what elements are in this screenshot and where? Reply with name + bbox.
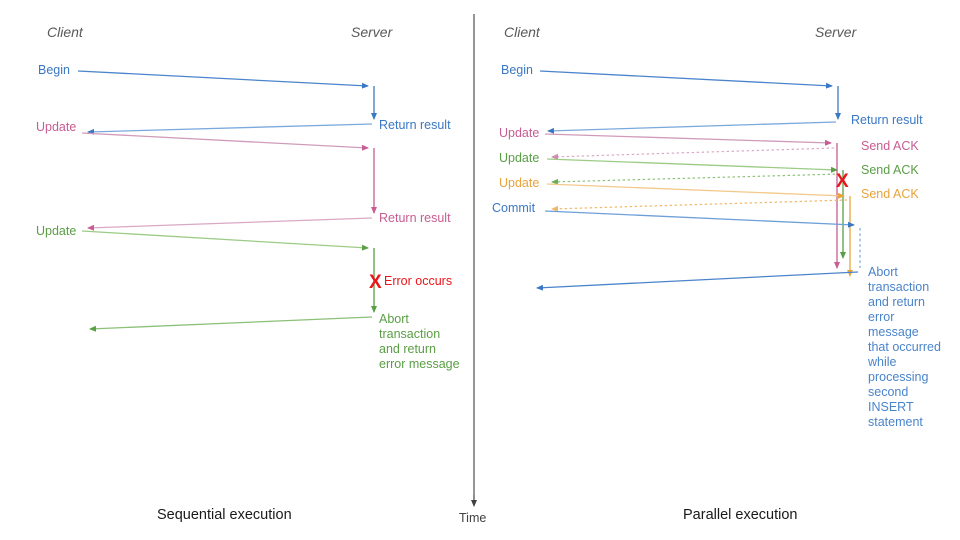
right-label-commit: Commit	[492, 201, 536, 215]
right-panel-arrows	[536, 70, 861, 291]
right-label-send-ack-1: Send ACK	[861, 139, 919, 153]
left-label-return-result-1: Return result	[379, 118, 451, 132]
left-msg-update-2	[81, 230, 377, 313]
right-actor-client: Client	[504, 24, 540, 40]
right-label-send-ack-2: Send ACK	[861, 163, 919, 177]
time-axis-label: Time	[459, 511, 487, 525]
left-panel-arrows	[77, 70, 377, 332]
left-actor-server: Server	[351, 24, 393, 40]
right-msg-update-3	[546, 183, 853, 277]
right-panel-caption: Parallel execution	[683, 507, 798, 523]
left-actor-client: Client	[47, 24, 83, 40]
right-label-send-ack-3: Send ACK	[861, 187, 919, 201]
right-error-x-icon: X	[836, 171, 849, 192]
right-actor-server: Server	[815, 24, 857, 40]
left-msg-update-1	[81, 132, 377, 214]
right-msg-update-1	[544, 133, 840, 269]
right-msg-begin	[539, 70, 841, 120]
right-msg-return-result	[547, 121, 837, 134]
left-label-return-result-2: Return result	[379, 211, 451, 225]
right-msg-update-2	[546, 158, 846, 259]
left-label-update-1: Update	[36, 120, 77, 134]
left-label-error-occurs: Error occurs	[384, 274, 453, 288]
left-panel-caption: Sequential execution	[157, 507, 292, 523]
left-msg-return-result-1	[87, 123, 373, 135]
right-label-update-3: Update	[499, 176, 540, 190]
left-label-begin: Begin	[38, 63, 70, 77]
left-error-x-icon: X	[369, 272, 382, 293]
left-msg-return-result-2	[87, 217, 373, 231]
left-label-update-2: Update	[36, 224, 77, 238]
left-msg-begin	[77, 70, 377, 120]
right-label-update-1: Update	[499, 126, 540, 140]
left-msg-abort-return	[89, 316, 373, 332]
right-label-update-2: Update	[499, 151, 540, 165]
right-msg-commit	[536, 210, 861, 291]
right-label-return-result: Return result	[851, 113, 923, 127]
right-label-begin: Begin	[501, 63, 533, 77]
